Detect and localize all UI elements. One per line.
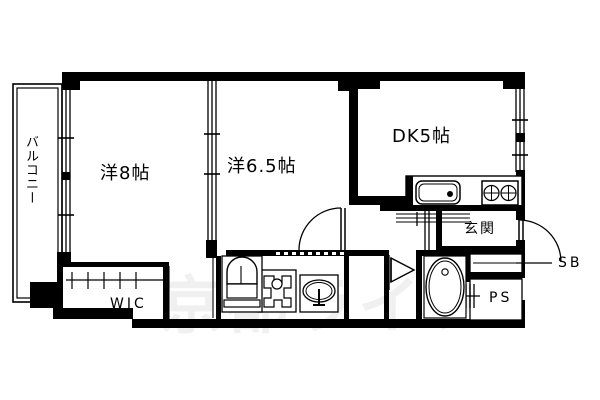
room65-door [298,207,346,251]
sliding-door-track [276,252,344,255]
room-label-washitsu65: 洋6.5帖 [227,156,297,177]
balcony-sliding-window [57,84,74,262]
bathroom [416,250,470,320]
shoe-box [469,253,552,279]
room-label-dk5: DK5帖 [392,126,452,147]
entrance-door [518,219,562,263]
washing-machine-space [212,255,263,320]
dk-window [512,86,528,172]
room-label-genkan: 玄関 [464,221,496,237]
washroom [226,250,386,320]
room-partition-sliding [204,81,220,258]
stove-icon [481,180,519,206]
dk-partition-wall [338,81,409,205]
sink-icon [415,180,461,205]
washbasin-icon [299,274,339,313]
toilet-icon [257,269,297,313]
balcony-outline [12,83,63,303]
tag-label-ps: PS [489,290,513,306]
walk-in-closet [57,262,170,320]
room-label-washitsu8: 洋8帖 [100,163,151,184]
bathtub-icon [423,255,467,319]
hanging-rod-icon [66,272,164,289]
tag-label-wic: WIC [110,296,147,312]
hall-folding-door [384,250,416,320]
room-label-balcony: バルコニー [22,135,38,205]
genkan-walls [436,205,522,254]
tag-label-sb: SB [558,255,583,271]
